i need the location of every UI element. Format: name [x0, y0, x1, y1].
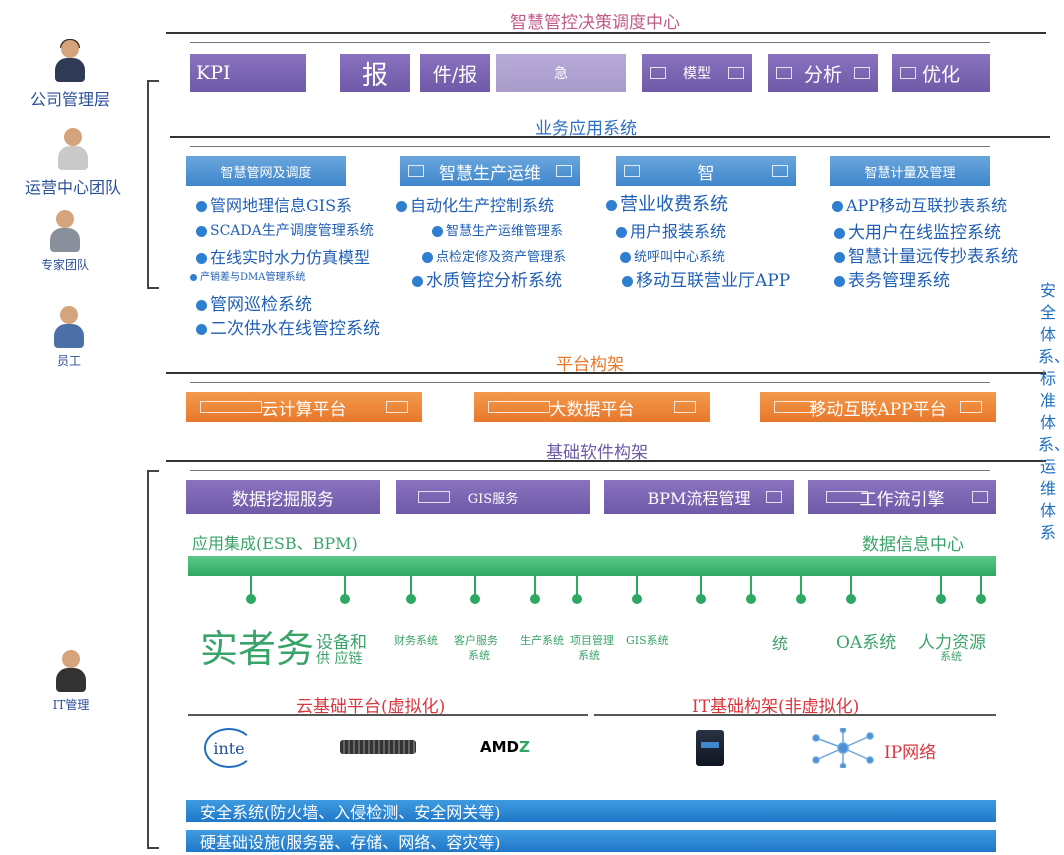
role-label-management: 公司管理层 — [29, 90, 110, 109]
app-item: 系统 — [578, 649, 600, 662]
role-label-experts: 专家团队 — [40, 258, 89, 272]
ip-network-label: IP网络 — [884, 743, 937, 763]
base-box-datamining[interactable]: 数据挖掘服务 — [186, 480, 380, 514]
app-item: 统 — [772, 634, 789, 653]
system-item[interactable]: 管网巡检系统 — [196, 290, 312, 315]
system-item[interactable]: 表务管理系统 — [834, 266, 950, 291]
infra-line-left — [188, 714, 588, 716]
manager-avatar-icon — [53, 39, 87, 84]
platform-line — [166, 372, 1046, 374]
app-item: 供 应链 — [316, 651, 363, 667]
system-item[interactable]: 用户报装系统 — [616, 218, 726, 242]
decision-box-analysis[interactable]: 分析 — [768, 54, 878, 92]
upper-bracket — [147, 80, 159, 289]
it-infra-title: IT基础构架(非虚拟化) — [692, 697, 860, 717]
system-item[interactable]: SCADA生产调度管理系统 — [196, 220, 374, 240]
base-box-gis[interactable]: GIS服务 — [396, 480, 590, 514]
app-item: GIS系统 — [626, 634, 669, 647]
system-item[interactable]: 管网地理信息GIS系 — [196, 192, 352, 216]
role-management: 公司管理层 — [20, 39, 120, 110]
it-avatar-icon — [54, 650, 88, 694]
role-label-staff: 员工 — [56, 354, 81, 368]
security-system-bar: 安全系统(防火墙、入侵检测、安全网关等) — [186, 800, 996, 822]
base-software-title: 基础软件构架 — [546, 443, 648, 463]
app-item: 设备和 — [316, 633, 367, 653]
business-title: 业务应用系统 — [535, 119, 637, 139]
decision-center-title: 智慧管控决策调度中心 — [510, 13, 680, 33]
business-box-operations[interactable]: 智慧生产运维 — [400, 156, 580, 186]
business-line — [170, 136, 1050, 138]
system-item[interactable]: 营业收费系统 — [606, 190, 728, 216]
system-item[interactable]: 智慧生产运维管理系 — [432, 220, 563, 239]
system-item[interactable]: 大用户在线监控系统 — [834, 218, 1001, 243]
platform-box-cloud[interactable]: 云计算平台 — [186, 392, 422, 422]
app-item: 系统 — [940, 650, 962, 663]
cloud-infra-title: 云基础平台(虚拟化) — [296, 697, 446, 717]
system-item[interactable]: 点检定修及资产管理系 — [422, 246, 566, 265]
decision-box-event[interactable]: 件/报 — [420, 54, 490, 92]
decision-box-kpi[interactable]: KPI — [190, 54, 306, 92]
app-item: 生产系统 — [520, 634, 564, 647]
app-item: 人力资源 — [918, 633, 986, 653]
staff-avatar-icon — [52, 306, 86, 350]
lower-bracket — [147, 470, 159, 849]
decision-box-emergency[interactable]: 急 — [496, 54, 626, 92]
decision-box-model[interactable]: 模型 — [642, 54, 752, 92]
platform-box-bigdata[interactable]: 大数据平台 — [474, 392, 710, 422]
business-box-service[interactable]: 智 — [616, 156, 796, 186]
business-box-metering[interactable]: 智慧计量及管理 — [830, 156, 990, 186]
app-item: 财务系统 — [394, 634, 438, 647]
integration-label: 应用集成(ESB、BPM) — [192, 534, 358, 553]
system-item[interactable]: APP移动互联抄表系统 — [832, 192, 1007, 216]
expert-avatar-icon — [48, 210, 82, 254]
app-item: OA系统 — [836, 633, 897, 653]
side-systems-text: 安全体系、标准体系、运维体系 — [1038, 281, 1064, 542]
system-item[interactable]: 二次供水在线管控系统 — [196, 314, 380, 339]
app-item: 系统 — [468, 649, 490, 662]
system-item[interactable]: 智慧计量远传抄表系统 — [834, 242, 1018, 267]
app-item: 项目管理 — [570, 634, 614, 647]
base-box-bpm[interactable]: BPM流程管理 — [604, 480, 794, 514]
decision-box-optimize[interactable]: 优化 — [892, 54, 990, 92]
infra-line-right — [594, 714, 996, 716]
system-item[interactable]: 水质管控分析系统 — [412, 266, 562, 291]
role-experts: 专家团队 — [20, 210, 110, 273]
intel-logo: inte — [204, 728, 254, 768]
role-it: IT管理 — [36, 650, 106, 713]
system-item[interactable]: 统呼叫中心系统 — [620, 246, 725, 265]
role-ops-team: 运营中心团队 — [8, 128, 138, 198]
server-rack-icon — [340, 740, 416, 754]
base-software-line — [166, 460, 1046, 462]
role-label-it: IT管理 — [52, 698, 90, 712]
system-item[interactable]: 在线实时水力仿真模型 — [196, 244, 370, 268]
platform-title: 平台构架 — [556, 355, 624, 375]
decision-box-report[interactable]: 报 — [340, 54, 410, 92]
platform-box-mobile[interactable]: 移动互联APP平台 — [760, 392, 996, 422]
decision-center-line — [166, 32, 1046, 34]
network-icon — [808, 726, 878, 770]
integration-bus — [188, 556, 996, 576]
system-item[interactable]: 自动化生产控制系统 — [396, 192, 554, 216]
business-box-network[interactable]: 智慧管网及调度 — [186, 156, 346, 186]
app-item: 客户服务 — [454, 634, 498, 647]
ops-avatar-icon — [56, 128, 90, 172]
role-label-ops: 运营中心团队 — [24, 178, 121, 197]
integration-big-text: 实者务 — [200, 627, 315, 671]
role-staff: 员工 — [44, 306, 94, 369]
system-item[interactable]: 产销差与DMA管理系统 — [190, 268, 305, 283]
base-box-workflow[interactable]: 工作流引擎 — [808, 480, 996, 514]
system-item[interactable]: 移动互联营业厅APP — [622, 266, 790, 291]
data-center-label: 数据信息中心 — [862, 535, 964, 555]
amd-logo: AMDZ — [480, 738, 530, 756]
hardware-infrastructure-bar: 硬基础设施(服务器、存储、网络、容灾等) — [186, 830, 996, 852]
storage-icon — [696, 730, 724, 766]
